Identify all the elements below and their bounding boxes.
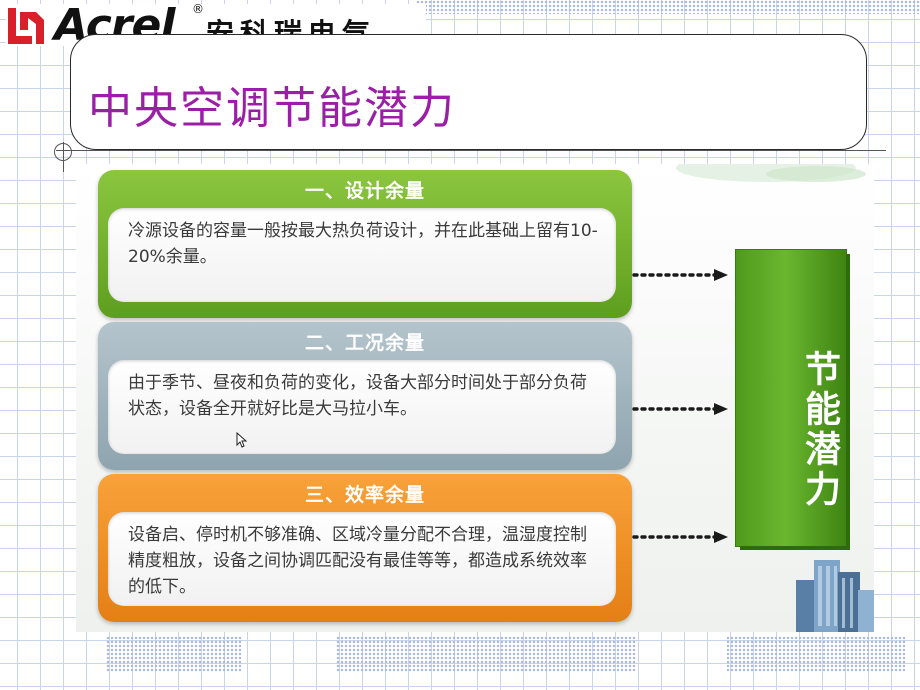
leaf-decoration-icon <box>676 164 866 182</box>
card-design-margin: 一、设计余量 冷源设备的容量一般按最大热负荷设计，并在此基础上留有10-20%余… <box>98 170 632 318</box>
arrow-right-icon <box>632 531 728 543</box>
arrow-right-icon <box>632 269 728 281</box>
card-efficiency-margin: 三、效率余量 设备启、停时机不够准确、区域冷量分配不合理，温湿度控制精度粗放，设… <box>98 474 632 622</box>
mouse-cursor-icon <box>236 432 248 448</box>
title-circle-ornament <box>54 143 72 161</box>
decorative-dots-top <box>416 0 920 14</box>
decorative-dots-bottom-mid <box>336 636 636 672</box>
arrow-right-icon <box>632 403 728 415</box>
page-title: 中央空调节能潜力 <box>88 83 456 134</box>
card-text: 设备启、停时机不够准确、区域冷量分配不合理，温湿度控制精度粗放，设备之间协调匹配… <box>128 525 587 597</box>
card-text: 由于季节、昼夜和负荷的变化，设备大部分时间处于部分负荷状态，设备全开就好比是大马… <box>128 373 587 419</box>
decorative-dots-bottom-right <box>726 636 906 672</box>
decorative-dots-bottom-left <box>106 636 242 672</box>
card-heading: 三、效率余量 <box>304 484 425 506</box>
title-frame <box>70 34 867 150</box>
title-underline <box>56 150 886 151</box>
energy-saving-potential-box: 节能潜力 <box>736 250 846 546</box>
target-label: 节能潜力 <box>799 350 840 510</box>
card-operating-margin: 二、工况余量 由于季节、昼夜和负荷的变化，设备大部分时间处于部分负荷状态，设备全… <box>98 322 632 470</box>
buildings-icon <box>796 560 874 632</box>
savings-diagram: 一、设计余量 冷源设备的容量一般按最大热负荷设计，并在此基础上留有10-20%余… <box>76 164 874 632</box>
card-body: 设备启、停时机不够准确、区域冷量分配不合理，温湿度控制精度粗放，设备之间协调匹配… <box>108 512 616 606</box>
registered-mark: ® <box>192 2 204 16</box>
card-body: 冷源设备的容量一般按最大热负荷设计，并在此基础上留有10-20%余量。 <box>108 208 616 302</box>
card-body: 由于季节、昼夜和负荷的变化，设备大部分时间处于部分负荷状态，设备全开就好比是大马… <box>108 360 616 454</box>
card-text: 冷源设备的容量一般按最大热负荷设计，并在此基础上留有10-20%余量。 <box>128 221 598 267</box>
card-heading: 二、工况余量 <box>304 332 425 354</box>
card-heading: 一、设计余量 <box>304 180 425 202</box>
acrel-logo-icon <box>8 8 44 44</box>
